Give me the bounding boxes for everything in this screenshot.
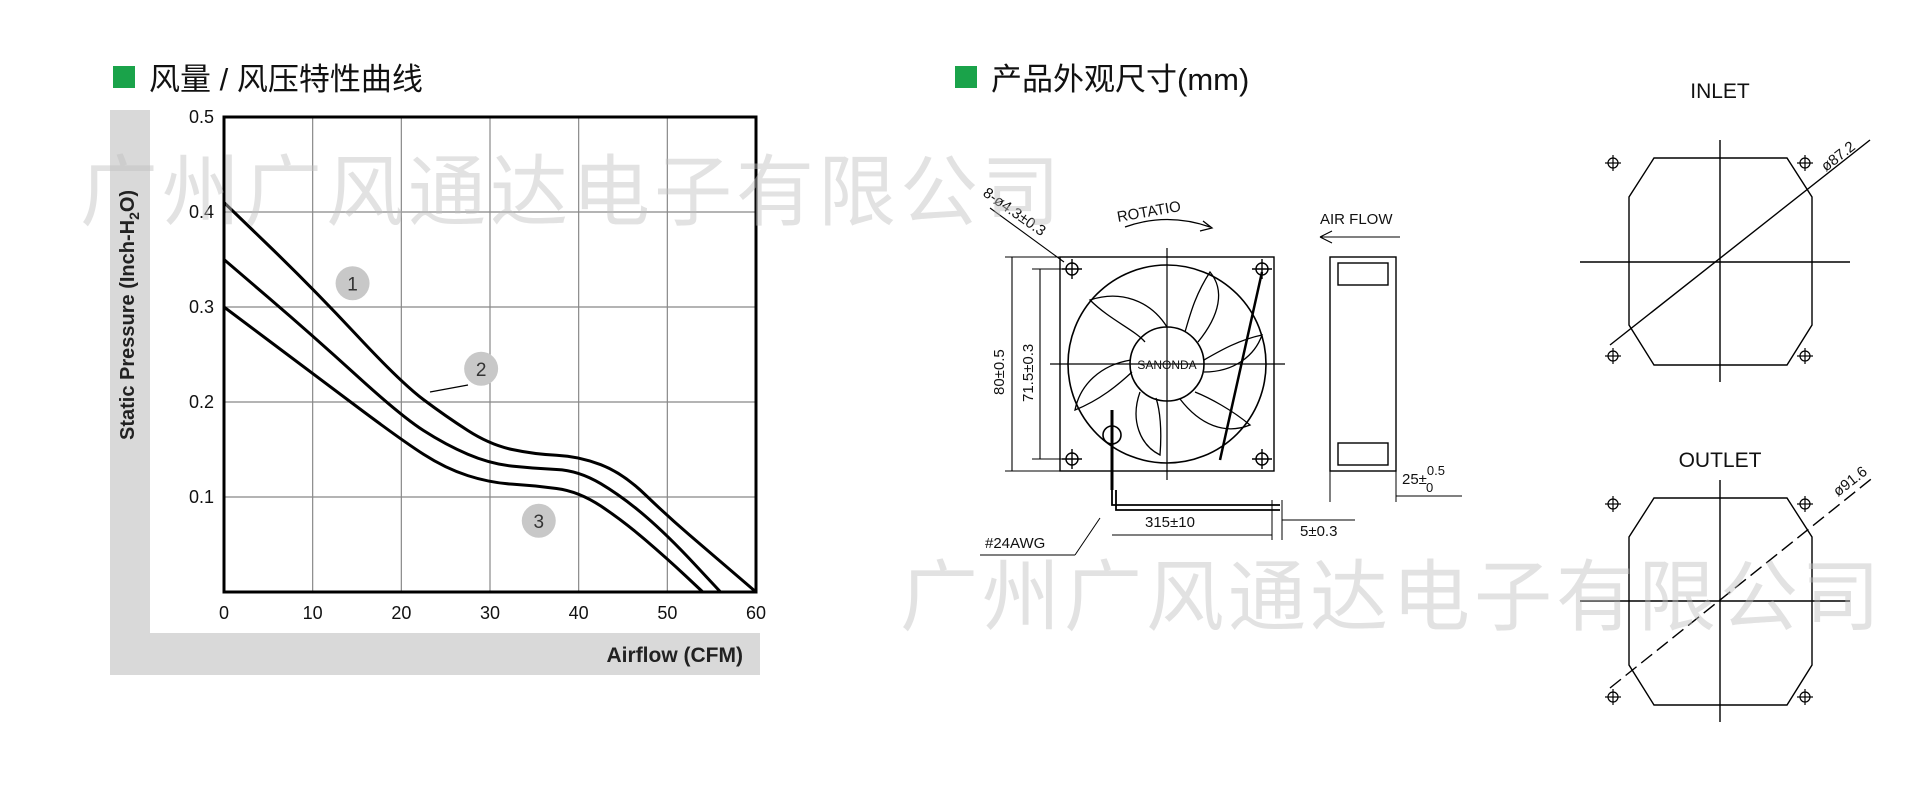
curve-marker-3 (521, 503, 556, 538)
pressure-airflow-chart: Static Pressure (Inch-H2O) Airflow (CFM)… (110, 107, 766, 675)
wire-dimension (980, 490, 1355, 556)
x-tick-label: 20 (391, 603, 411, 623)
height-dimension (989, 207, 1072, 472)
tick-labels: 0 10 20 30 40 50 60 0.1 0.2 0.3 0.4 0.5 (189, 107, 766, 623)
curve-series-2 (223, 258, 722, 594)
ylabel-panel (110, 110, 150, 675)
x-tick-label: 40 (569, 603, 589, 623)
curves (222, 201, 757, 594)
curve-marker-label: 1 (347, 274, 358, 295)
hole-spec-label: 8-ø4.3±0.3 (980, 184, 1049, 239)
xlabel-panel (110, 633, 760, 675)
x-tick-label: 30 (480, 603, 500, 623)
fan-side-view (1319, 230, 1462, 502)
curve-series-1 (222, 201, 757, 594)
fan-blades (1074, 270, 1263, 457)
x-tick-label: 0 (219, 603, 229, 623)
y-axis-label: Static Pressure (Inch-H2O) (117, 190, 142, 440)
y-tick-label: 0.4 (189, 202, 214, 222)
inlet-view (1580, 139, 1871, 382)
y-tick-label: 0.5 (189, 107, 214, 127)
brand-label: SANONDA (1137, 358, 1196, 372)
x-tick-label: 10 (303, 603, 323, 623)
x-axis-label: Airflow (CFM) (607, 644, 743, 667)
curve-marker-1 (335, 266, 370, 301)
plot-frame (222, 115, 758, 594)
dimensions-heading: 产品外观尺寸(mm) (955, 54, 1249, 99)
outlet-diameter-label: ø91.6 (1830, 463, 1871, 500)
wire-length-label: 315±10 (1145, 514, 1195, 531)
outlet-view (1580, 475, 1876, 722)
green-square-icon (955, 65, 977, 88)
fan-front-view (1050, 218, 1285, 490)
chart-heading: 风量 / 风压特性曲线 (113, 54, 423, 99)
y-tick-label: 0.3 (189, 297, 214, 317)
dimensions-heading-text: 产品外观尺寸(mm) (991, 62, 1250, 97)
inlet-diameter-label: ø87.2 (1818, 138, 1859, 175)
x-tick-label: 60 (746, 603, 766, 623)
curve-marker-2 (464, 351, 499, 386)
curve-marker-label: 3 (533, 512, 544, 533)
y-tick-label: 0.2 (189, 392, 214, 412)
green-square-icon (113, 65, 135, 88)
airflow-direction-label: AIR FLOW (1320, 211, 1393, 228)
height-outer-label: 80±0.5 (991, 349, 1008, 395)
wire-gauge-label: #24AWG (985, 535, 1045, 552)
chart-heading-text: 风量 / 风压特性曲线 (149, 62, 423, 97)
x-tick-label: 50 (657, 603, 677, 623)
curve-markers: 1 2 3 (335, 266, 556, 538)
curve-series-3 (223, 305, 704, 594)
marker-2-leader (429, 384, 469, 393)
inlet-label: INLET (1690, 80, 1750, 103)
curve-marker-label: 2 (476, 360, 487, 381)
outlet-label: OUTLET (1679, 449, 1762, 472)
wire-strip-label: 5±0.3 (1300, 523, 1337, 540)
rotation-label: ROTATIO (1116, 198, 1182, 226)
y-tick-label: 0.1 (189, 487, 214, 507)
height-inner-label: 71.5±0.3 (1020, 344, 1037, 402)
